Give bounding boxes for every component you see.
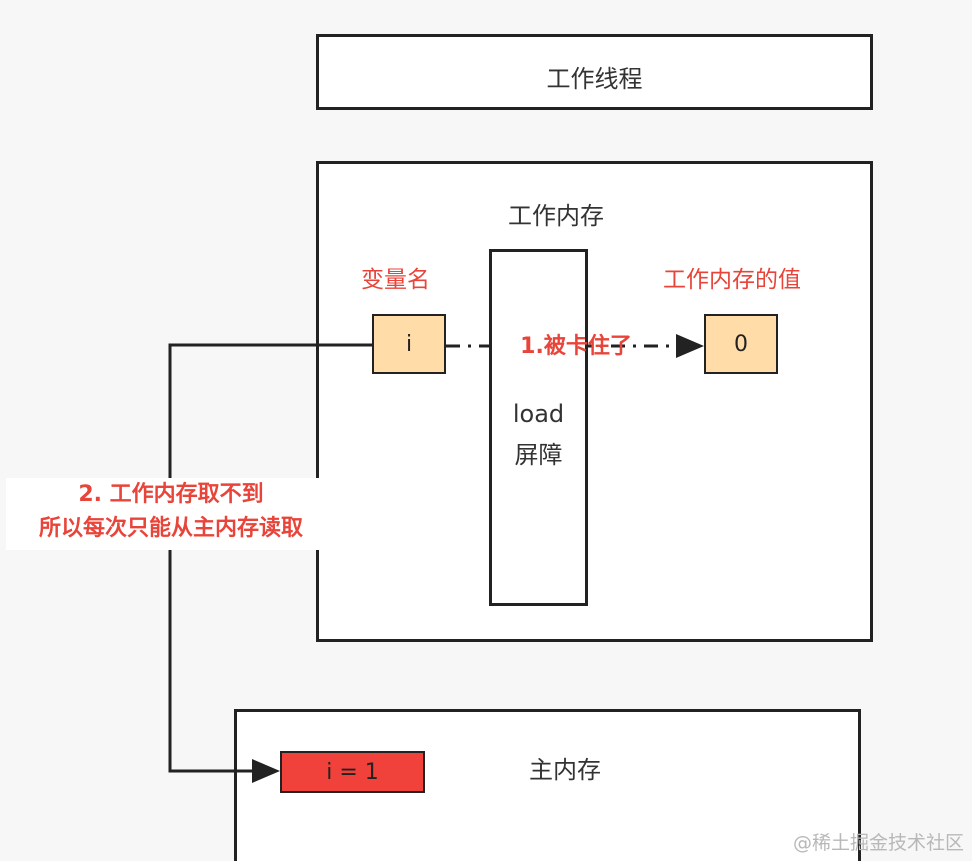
fallback-annotation: 2. 工作内存取不到 所以每次只能从主内存读取	[6, 478, 336, 550]
worker-thread-title: 工作线程	[546, 65, 643, 93]
fallback-annotation-line1: 2. 工作内存取不到	[78, 482, 264, 507]
fallback-annotation-line2: 所以每次只能从主内存读取	[38, 516, 303, 541]
blocked-read-arrowhead	[676, 334, 704, 358]
main-memory-read-path	[168, 343, 372, 773]
main-memory-read-arrowhead	[252, 759, 280, 783]
load-barrier-label-line2: 屏障	[514, 441, 563, 469]
blocked-annotation: 1.被卡住了	[520, 334, 632, 359]
working-memory-box: 工作内存 变量名 工作内存的值	[316, 161, 873, 642]
variable-name-header: 变量名	[361, 267, 430, 293]
watermark: @稀土掘金技术社区	[792, 832, 964, 854]
working-memory-title: 工作内存	[508, 202, 604, 230]
main-memory-title: 主内存	[529, 756, 601, 784]
load-barrier-label-line1: load	[512, 400, 565, 428]
worker-thread-box: 工作线程	[316, 34, 873, 110]
working-memory-value-header: 工作内存的值	[663, 267, 801, 293]
working-variable-cell: i	[372, 314, 446, 374]
working-value-cell: 0	[704, 314, 778, 374]
main-memory-variable-cell: i = 1	[280, 751, 425, 793]
load-barrier: load 屏障	[489, 249, 588, 606]
